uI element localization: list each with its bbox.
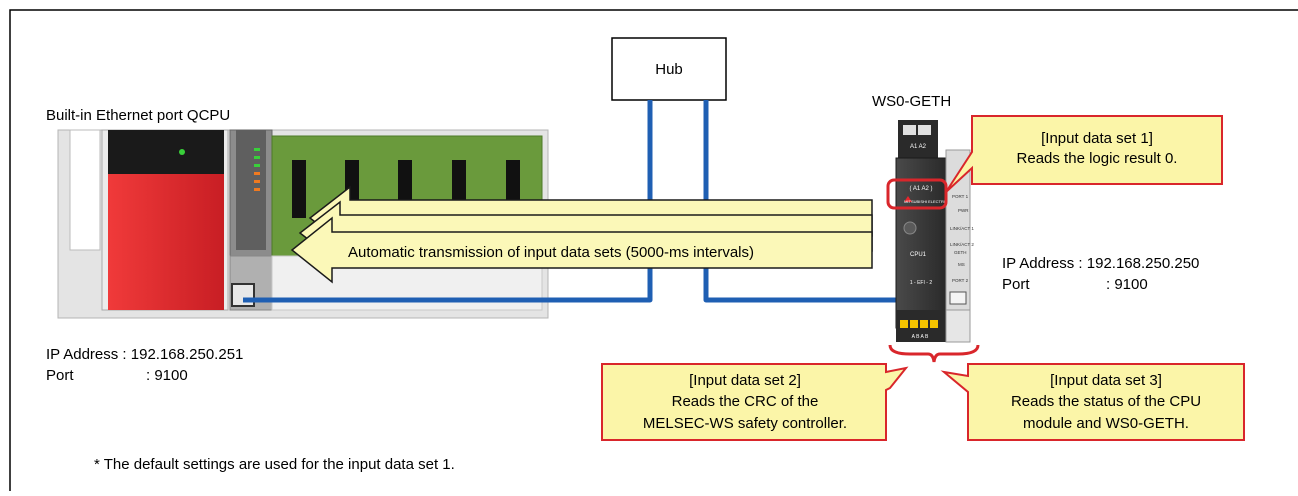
led-boot-icon (254, 180, 260, 183)
geth-bottom (945, 309, 971, 343)
led-err-icon (254, 156, 260, 159)
cpu-label: CPU1 (910, 252, 927, 258)
callout-set1 (945, 115, 1223, 193)
side-label-port2: PORT 2 (952, 278, 969, 283)
module-ip: IP Address : 192.168.250.250 (1002, 255, 1199, 272)
qcpu-rack (57, 129, 549, 319)
cpu-red-body (108, 174, 224, 310)
callout-set3-line1: [Input data set 3] (1050, 372, 1162, 389)
brace-icon (888, 344, 980, 363)
module-body (895, 157, 947, 329)
cable-hub-module (703, 100, 965, 303)
callout-set1-line2: Reads the logic result 0. (1017, 150, 1178, 167)
side-label-pwr: PWR (958, 208, 969, 213)
terminal-b2-icon (930, 320, 938, 328)
led-usr-icon (254, 164, 260, 167)
callout-set3 (940, 363, 1245, 441)
callout-set2-line3: MELSEC-WS safety controller. (643, 415, 847, 432)
side-label-port1: PORT 1 (952, 194, 969, 199)
terminal-screw-icon (918, 125, 931, 135)
arrow-front-icon (290, 216, 873, 284)
qcpu-port-label: Port (46, 367, 74, 384)
terminal-screw-icon (903, 125, 916, 135)
cpu-module-face (236, 130, 266, 250)
module-port-label: Port (1002, 276, 1030, 293)
qcpu-port-value: : 9100 (146, 367, 188, 384)
cpu-top-panel (108, 130, 224, 174)
power-led-icon (179, 149, 185, 155)
callout-set1-line1: [Input data set 1] (1041, 130, 1153, 147)
ws0-geth-module: A1 A2 ( A1 A2 ) MITSUBISHI ELECTRIC CPU1… (895, 120, 974, 343)
qcpu-ip: IP Address : 192.168.250.251 (46, 346, 243, 363)
callout-set2 (601, 363, 909, 441)
ethernet-cables (243, 100, 965, 303)
module-title: WS0-GETH (872, 93, 951, 110)
terminal-b1-icon (910, 320, 918, 328)
hub-label: Hub (655, 61, 683, 78)
highlight-a1a2 (886, 178, 948, 210)
transmission-arrows (290, 185, 873, 284)
callout-set2-line2: Reads the CRC of the (672, 393, 819, 410)
ethernet-port-icon (231, 283, 255, 307)
callout-set3-line3: module and WS0-GETH. (1023, 415, 1189, 432)
terminal-top-label: A1 A2 (910, 144, 927, 150)
panel-a1a2-label: ( A1 A2 ) (909, 186, 932, 192)
side-label-linkact1: LINK/ACT 1 (950, 226, 974, 231)
terminal-bottom-label: A B A B (912, 334, 929, 340)
slot-1-icon (292, 160, 306, 218)
side-label-linkact2: LINK/ACT 2 (950, 242, 974, 247)
cable-qcpu-hub (243, 100, 653, 303)
terminal-a2-icon (920, 320, 928, 328)
power-supply-window (69, 129, 101, 251)
port2-socket-icon (949, 291, 967, 305)
led-run-icon (254, 148, 260, 151)
callout-set2-line1: [Input data set 2] (689, 372, 801, 389)
callout-set3-line2: Reads the status of the CPU (1011, 393, 1201, 410)
terminal-a1-icon (900, 320, 908, 328)
efi-label: 1 - EFI - 2 (910, 280, 932, 286)
led-mode-icon (254, 188, 260, 191)
side-label-ms: MS (958, 262, 965, 267)
hub-box (611, 37, 727, 101)
logo-text: MITSUBISHI ELECTRIC (904, 199, 948, 204)
footnote: * The default settings are used for the … (94, 456, 455, 473)
module-port-value: : 9100 (1106, 276, 1148, 293)
led-bat-icon (254, 172, 260, 175)
mitsubishi-logo-icon (904, 196, 912, 202)
mode-dial-icon (903, 221, 917, 235)
side-label-geth: GETH (954, 250, 967, 255)
qcpu-title: Built-in Ethernet port QCPU (46, 107, 230, 124)
arrow-label: Automatic transmission of input data set… (348, 244, 754, 261)
